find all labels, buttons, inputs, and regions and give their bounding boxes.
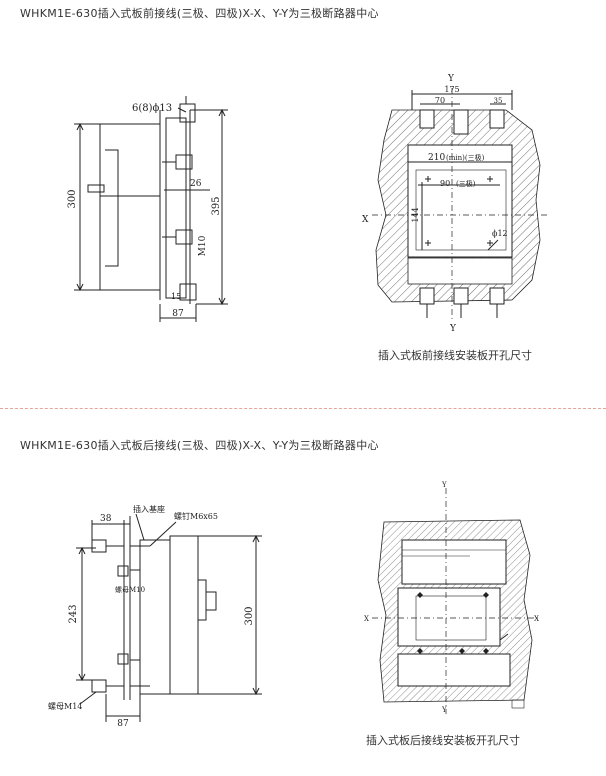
dim-210: 210 — [428, 153, 445, 163]
front-cutout-plate: Y Y X 175 70 35 210 (min)(三极) 90 (三极) 14… — [362, 74, 548, 334]
label-nut-m14: 螺母M14 — [48, 701, 82, 711]
cutout2-axis-y-top: Y — [441, 481, 447, 489]
cutout1-axis-x: X — [362, 215, 369, 225]
dim-70: 70 — [435, 96, 445, 105]
dim-144: 144 — [411, 207, 420, 222]
label-screw-holes: 6(8)ϕ13 — [132, 103, 172, 114]
cutout2-axis-y-bottom: Y — [441, 706, 447, 714]
cutout1-axis-y-bottom: Y — [449, 324, 457, 334]
dim-hole-12: ϕ12 — [492, 229, 508, 238]
label-screw-m6: 螺钉M6x65 — [174, 511, 218, 521]
label-plug-base: 插入基座 — [133, 504, 165, 514]
dim-26: 26 — [190, 179, 202, 189]
rear-cutout-plate: Y Y X X — [364, 481, 540, 714]
dim-243: 243 — [68, 604, 79, 623]
rear-side-view: 38 插入基座 螺钉M6x65 螺母M10 243 300 螺母M14 87 — [48, 504, 262, 729]
section2-caption: 插入式板后接线安装板开孔尺寸 — [366, 734, 520, 747]
cutout1-axis-y-top: Y — [447, 74, 455, 84]
dim-300-rear: 300 — [244, 606, 255, 625]
dim-87-rear: 87 — [117, 719, 129, 729]
dim-m10: M10 — [198, 235, 208, 256]
front-side-view: 300 395 6(8)ϕ13 26 M10 15 87 — [67, 96, 228, 322]
cutout2-axis-x-left: X — [364, 615, 369, 623]
dim-87: 87 — [172, 309, 184, 319]
dim-175: 175 — [444, 85, 459, 94]
label-nut-m10: 螺母M10 — [115, 585, 145, 594]
section1-caption: 插入式板前接线安装板开孔尺寸 — [378, 349, 532, 362]
dim-38: 38 — [100, 514, 112, 524]
section-divider — [0, 408, 606, 409]
note-210: (min)(三极) — [446, 153, 485, 162]
dim-35: 35 — [494, 97, 503, 105]
dim-90: 90 — [440, 179, 450, 188]
dim-15: 15 — [171, 292, 181, 301]
dim-300: 300 — [67, 189, 78, 208]
section1-heading: WHKM1E-630插入式板前接线(三极、四极)X-X、Y-Y为三极断路器中心 — [20, 7, 379, 20]
section2-heading: WHKM1E-630插入式板后接线(三极、四极)X-X、Y-Y为三极断路器中心 — [20, 439, 379, 452]
note-90: (三极) — [456, 179, 476, 188]
cutout2-axis-x-right: X — [534, 615, 539, 623]
dim-395: 395 — [211, 196, 222, 215]
